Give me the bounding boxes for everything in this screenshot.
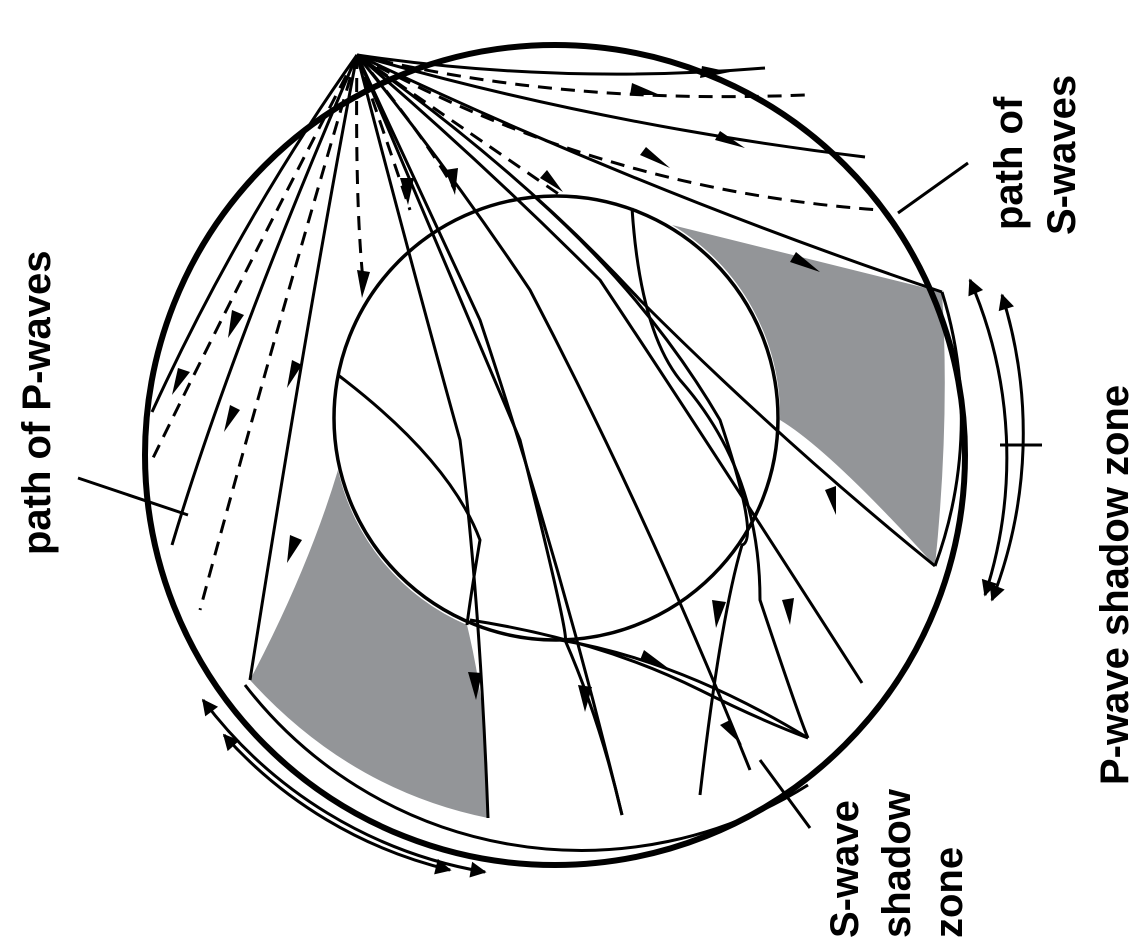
p-ray <box>356 53 864 684</box>
p-ray-core <box>469 618 809 740</box>
p-wave-shadow-double-arrow <box>968 278 1009 597</box>
p-ray <box>355 54 624 816</box>
s-ray <box>355 54 412 211</box>
core-outline <box>332 194 780 642</box>
p-waves-pointer <box>77 476 189 517</box>
s-ray <box>355 54 365 281</box>
s-waves-label-line2: S-waves <box>1040 75 1084 235</box>
s-ray <box>151 54 359 459</box>
p-ray <box>355 54 624 816</box>
ray-arrowheads <box>172 66 836 745</box>
p-ray-core-left <box>337 373 482 626</box>
p-shadow-label: P-wave shadow zone <box>1093 385 1137 785</box>
s-shadow-pointer <box>758 759 812 829</box>
s-ray <box>356 53 881 212</box>
p-ray <box>170 54 359 546</box>
p-ray <box>150 54 359 413</box>
p-ray <box>356 53 936 568</box>
p-wave-shadow-arc-right <box>933 291 963 567</box>
s-waves-pointer <box>897 161 969 215</box>
s-wave-shadow-double-arrow-inner <box>222 733 452 875</box>
s-wave-rays <box>151 53 881 611</box>
s-ray <box>356 53 561 197</box>
s-shadow-label-line1: S-wave <box>823 800 867 938</box>
p-wave-shadow-double-arrow-outer <box>989 293 1025 602</box>
s-waves-label-line1: path of <box>987 96 1031 230</box>
p-ray-core <box>630 207 810 739</box>
p-wave-rays <box>150 53 943 819</box>
p-ray <box>356 53 943 294</box>
earth-outline <box>142 42 968 868</box>
p-ray <box>248 54 359 681</box>
p-waves-label: path of P-waves <box>15 250 59 555</box>
p-ray <box>355 54 490 819</box>
s-ray <box>355 54 457 191</box>
s-shadow-label-line3: zone <box>927 847 971 938</box>
p-ray <box>356 53 866 159</box>
p-wave-shadow-region-right <box>672 225 945 566</box>
p-ray-core <box>533 195 750 796</box>
s-ray <box>356 53 806 99</box>
s-shadow-label-line2: shadow <box>875 788 919 938</box>
